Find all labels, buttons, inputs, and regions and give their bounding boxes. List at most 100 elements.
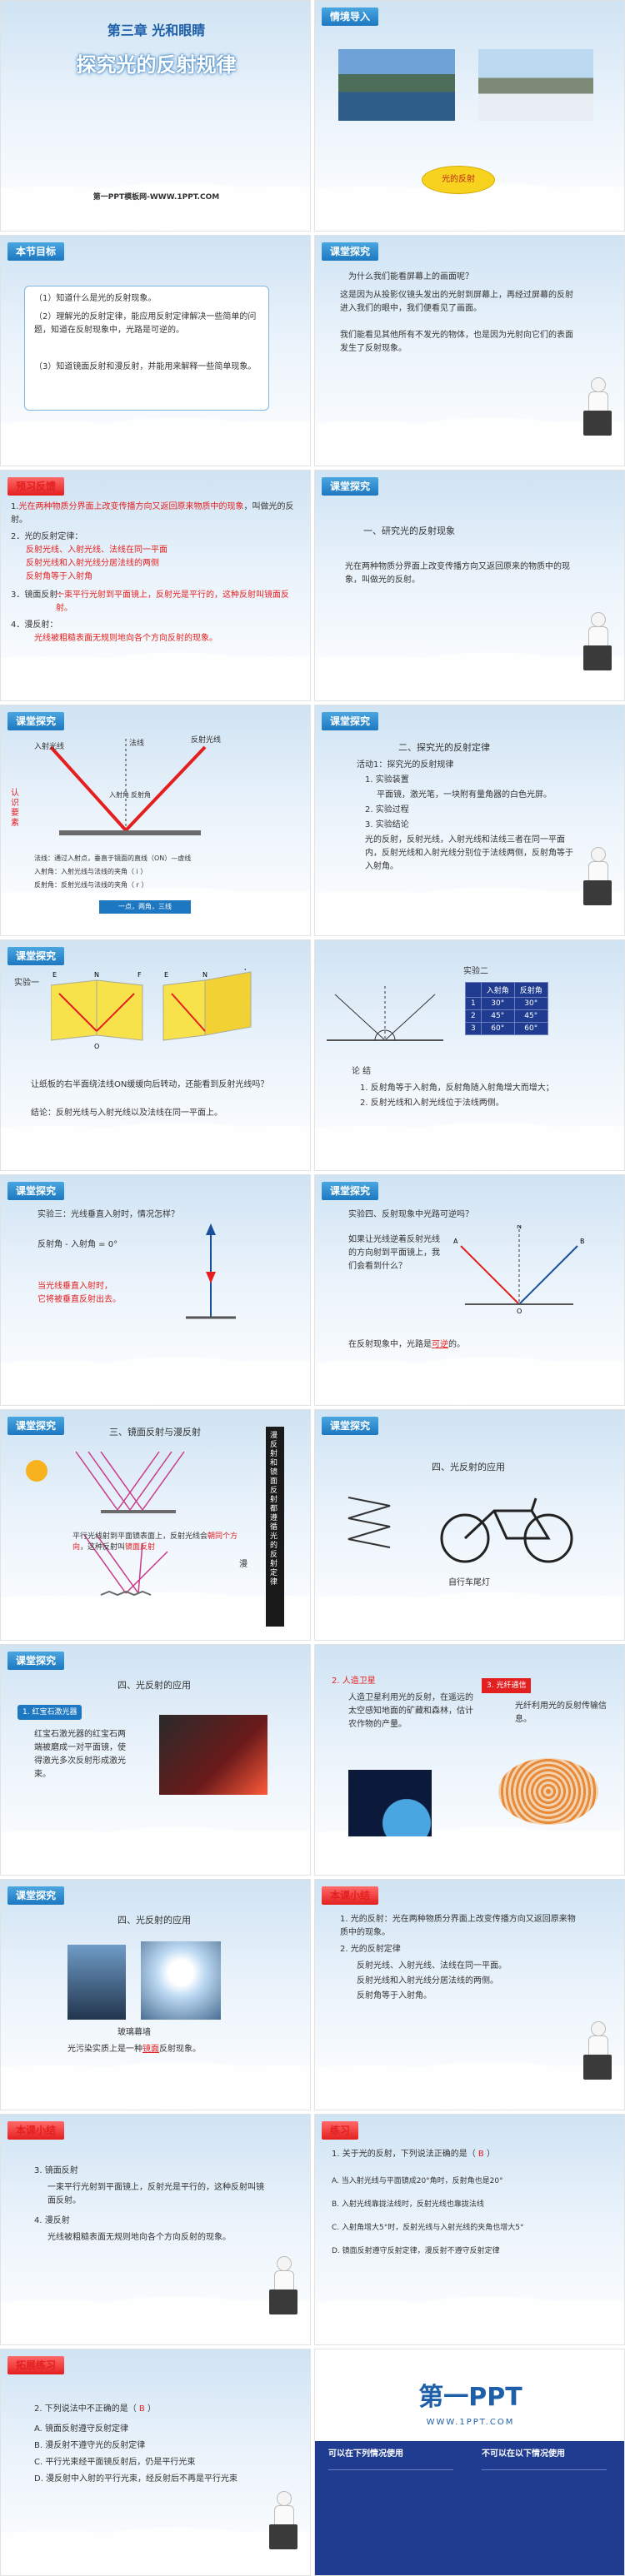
table-cell: 1 [465,997,482,1010]
goal-3: （3）知道镜面反射和漫反射，并能用来解释一些简单现象。 [34,362,257,371]
slide-14-bike[interactable]: 课堂探究 四、光反射的应用 自行车尾灯 [314,1409,625,1641]
side-banner: 漫反射和镜面反射都遵循光的反射定律 [266,1427,284,1627]
slide-9-exp1[interactable]: 课堂探究 实验一 E O F N E N F 让纸板的右半面绕法线ON缓缓向后转… [0,939,311,1171]
table-cell [465,982,482,998]
slide-17-glass[interactable]: 课堂探究 四、光反射的应用 玻璃幕墙 光污染实质上是一种镜面反射现象。 [0,1879,311,2110]
cloud-decoration [1,1338,310,1405]
laser-text: 红宝石激光器的红宝石两端被磨成一对平面镜，使得激光多次反射形成激光束。 [34,1730,126,1779]
slide-13-specular[interactable]: 课堂探究 三、镜面反射与漫反射 平行光线射到平面镜表面上，反射光线会朝同个方向，… [0,1409,311,1641]
letter-o: O [94,1043,99,1050]
exp3-question: 实验三：光线垂直入射时，情况怎样？ [38,1210,179,1219]
slide-7-elements[interactable]: 课堂探究 法线 入射光线 反射光线 入射角 反射角 O 认识要素 法线：通过入射… [0,705,311,936]
summary-law-2: 反射光线和入射光线分居法线的两侧。 [357,1976,498,1986]
answer-letter: B [478,2150,484,2159]
section-heading: 一、研究光的反射现象 [363,526,455,536]
statement-tail: 的。 [448,1340,465,1349]
slide-11-exp3[interactable]: 课堂探究 实验三：光线垂直入射时，情况怎样？ 反射角 - 入射角 = 0° 当光… [0,1174,311,1406]
note-incidence: 入射角：入射光线与法线的夹角（ i ） [34,868,148,875]
divider [328,2469,453,2504]
why-line-1: 为什么我们能看屏幕上的画面呢？ [348,272,473,282]
section-tag: 练习 [322,2121,359,2140]
slide-3-goals[interactable]: 本节目标 （1）知道什么是光的反射现象。 （2）理解光的反射定律，能应用反射定律… [0,235,311,466]
arrow-down-icon [206,1272,216,1283]
review-q4: 4．漫反射： [11,620,58,630]
letter-e-2: E [164,971,168,979]
letter-f: F [138,971,142,979]
answer-letter: B [138,2404,145,2414]
board-right-panel [96,979,143,1041]
option-c[interactable]: C. 平行光束经平面镜反射后，仍是平行光束 [34,2458,196,2467]
slide-6-phenomenon[interactable]: 课堂探究 一、研究光的反射现象 光在两种物质分界面上改变传播方向又返回原来的物质… [314,470,625,701]
table-cell: 30° [513,997,548,1010]
letter-n: N [94,971,99,979]
slide-4-why[interactable]: 课堂探究 为什么我们能看屏幕上的画面呢？ 这是因为从投影仪镜头发出的光射到屏幕上… [314,235,625,466]
section-heading: 四、光反射的应用 [118,1680,191,1691]
slide-21-extension[interactable]: 拓展练习 2. 下列说法中不正确的是（ B ） A. 镜面反射遵守反射定律 B.… [0,2349,311,2576]
letter-f-2: F [244,969,248,972]
summary-3-detail: 一束平行光射到平面镜上，反射光是平行的，这种反射叫镜面反射。 [48,2183,264,2205]
board-left-panel [51,979,98,1041]
option-a[interactable]: A. 镜面反射遵守反射定律 [34,2424,129,2434]
incident-ray-2 [171,993,206,1032]
summary-banner: 一点，两角，三线 [99,900,191,914]
option-c[interactable]: C. 入射角增大5°时，反射光线与入射光线的夹角也增大5° [332,2224,524,2232]
cloud-decoration [315,1104,624,1170]
option-a[interactable]: A. 当入射光线与平面镜成20°角时，反射角也是20° [332,2177,503,2185]
reversibility-diagram: N A B O [453,1225,585,1315]
pollution-tail: 反射现象。 [159,2045,201,2054]
slide-1-cover[interactable]: 第三章 光和眼睛 探究光的反射规律 第一PPT模板网-WWW.1PPT.COM [0,0,311,232]
incident-label: 入射光线 [34,741,64,751]
option-b[interactable]: B. 入射光线靠拢法线时，反射光线也靠拢法线 [332,2200,484,2209]
specular-answer: 朝同个方向 [72,1532,238,1552]
section-heading: 三、镜面反射与漫反射 [109,1427,201,1437]
exp-label: 实验一 [14,979,39,988]
why-line-3: 我们能看见其他所有不发光的物体，也是因为光射向它们的表面发生了反射现象。 [340,331,573,353]
exp4-question: 如果让光线逆着反射光线的方向射到平面镜上，我们会看到什么？ [348,1235,440,1271]
pollution-head: 光污染实质上是一种 [68,2045,142,2054]
q3-answer: 一束平行光射到平面镜上，反射光是平行的，这种反射叫镜面反射。 [56,590,289,613]
conclusion-2: 2. 反射光线和入射光线位于法线两侧。 [360,1099,504,1108]
cloud-decoration [1,1808,310,1875]
board-2-right-panel [204,971,252,1036]
table-cell: 2 [465,1009,482,1023]
reflected-ray [384,994,436,1041]
option-d[interactable]: D. 漫反射中入射的平行光束，经反射后不再是平行光束 [34,2474,238,2484]
option-b[interactable]: B. 漫反射不遵守光的反射定律 [34,2441,146,2450]
divider [482,2469,607,2504]
slide-12-exp4[interactable]: 课堂探究 实验四、反射现象中光路可逆吗？ 如果让光线逆着反射光线的方向射到平面镜… [314,1174,625,1406]
reversibility-statement: 在反射现象中，光路是可逆的。 [348,1338,598,1352]
slide-20-exercise[interactable]: 练习 1. 关于光的反射，下列说法正确的是（ B ） A. 当入射光线与平面镜成… [314,2114,625,2345]
section-tag: 课堂探究 [8,1417,65,1435]
slide-22-brand[interactable]: 第一PPT WWW.1PPT.COM 可以在下列情况使用 不可以在以下情况使用 [314,2349,625,2576]
goal-1: （1）知道什么是光的反射现象。 [34,294,157,303]
summary-3: 3. 镜面反射 [34,2166,78,2175]
satellite-text: 人造卫星利用光的反射，在遥远的太空感知地面的矿藏和森林，估计农作物的产量。 [348,1693,473,1729]
diffuse-marker: 漫 [239,1560,248,1569]
specular-tail: ，这种反射叫 [80,1543,126,1552]
letter-n-2: N [202,971,208,979]
side-banner-text: 漫反射和镜面反射都遵循光的反射定律 [270,1432,278,1587]
slide-16-satellite[interactable]: 2. 人造卫星 人造卫星利用光的反射，在遥远的太空感知地面的矿藏和森林，估计农作… [314,1644,625,1876]
section-tag: 拓展练习 [8,2356,65,2374]
slide-18-summary[interactable]: 本课小结 1. 光的反射：光在两种物质分界面上改变传播方向又返回原来物质中的现象… [314,1879,625,2110]
option-d[interactable]: D. 镜面反射遵守反射定律，漫反射不遵守反射定律 [332,2247,500,2255]
slide-15-laser[interactable]: 课堂探究 四、光反射的应用 1. 红宝石激光器 红宝石激光器的红宝石两端被磨成一… [0,1644,311,1876]
slide-8-law[interactable]: 课堂探究 二、探究光的反射定律 活动1：探究光的反射规律 1. 实验装置 平面镜… [314,705,625,936]
question-text: 1. 关于光的反射，下列说法正确的是（ [332,2150,476,2159]
presenter-figure [269,2256,298,2314]
slide-5-review[interactable]: 预习反馈 1.光在两种物质分界面上改变传播方向又返回原来物质中的现象，叫做光的反… [0,470,311,701]
usage-allowed-heading: 可以在下列情况使用 [328,2449,403,2459]
slide-2-intro[interactable]: 情境导入 光的反射 [314,0,625,232]
table-cell: 30° [480,997,515,1010]
section-heading: 四、光反射的应用 [118,1915,191,1926]
incidence-angle-label: 入射角 [109,790,129,799]
slide-19-summary[interactable]: 本课小结 3. 镜面反射 一束平行光射到平面镜上，反射光是平行的，这种反射叫镜面… [0,2114,311,2345]
specular-head: 平行光线射到平面镜表面上，反射光线会 [72,1532,208,1541]
presenter-figure [583,612,612,670]
specular-text: 平行光线射到平面镜表面上，反射光线会朝同个方向，这种反射叫镜面反射 [72,1532,239,1553]
section-tag: 课堂探究 [8,1652,65,1670]
